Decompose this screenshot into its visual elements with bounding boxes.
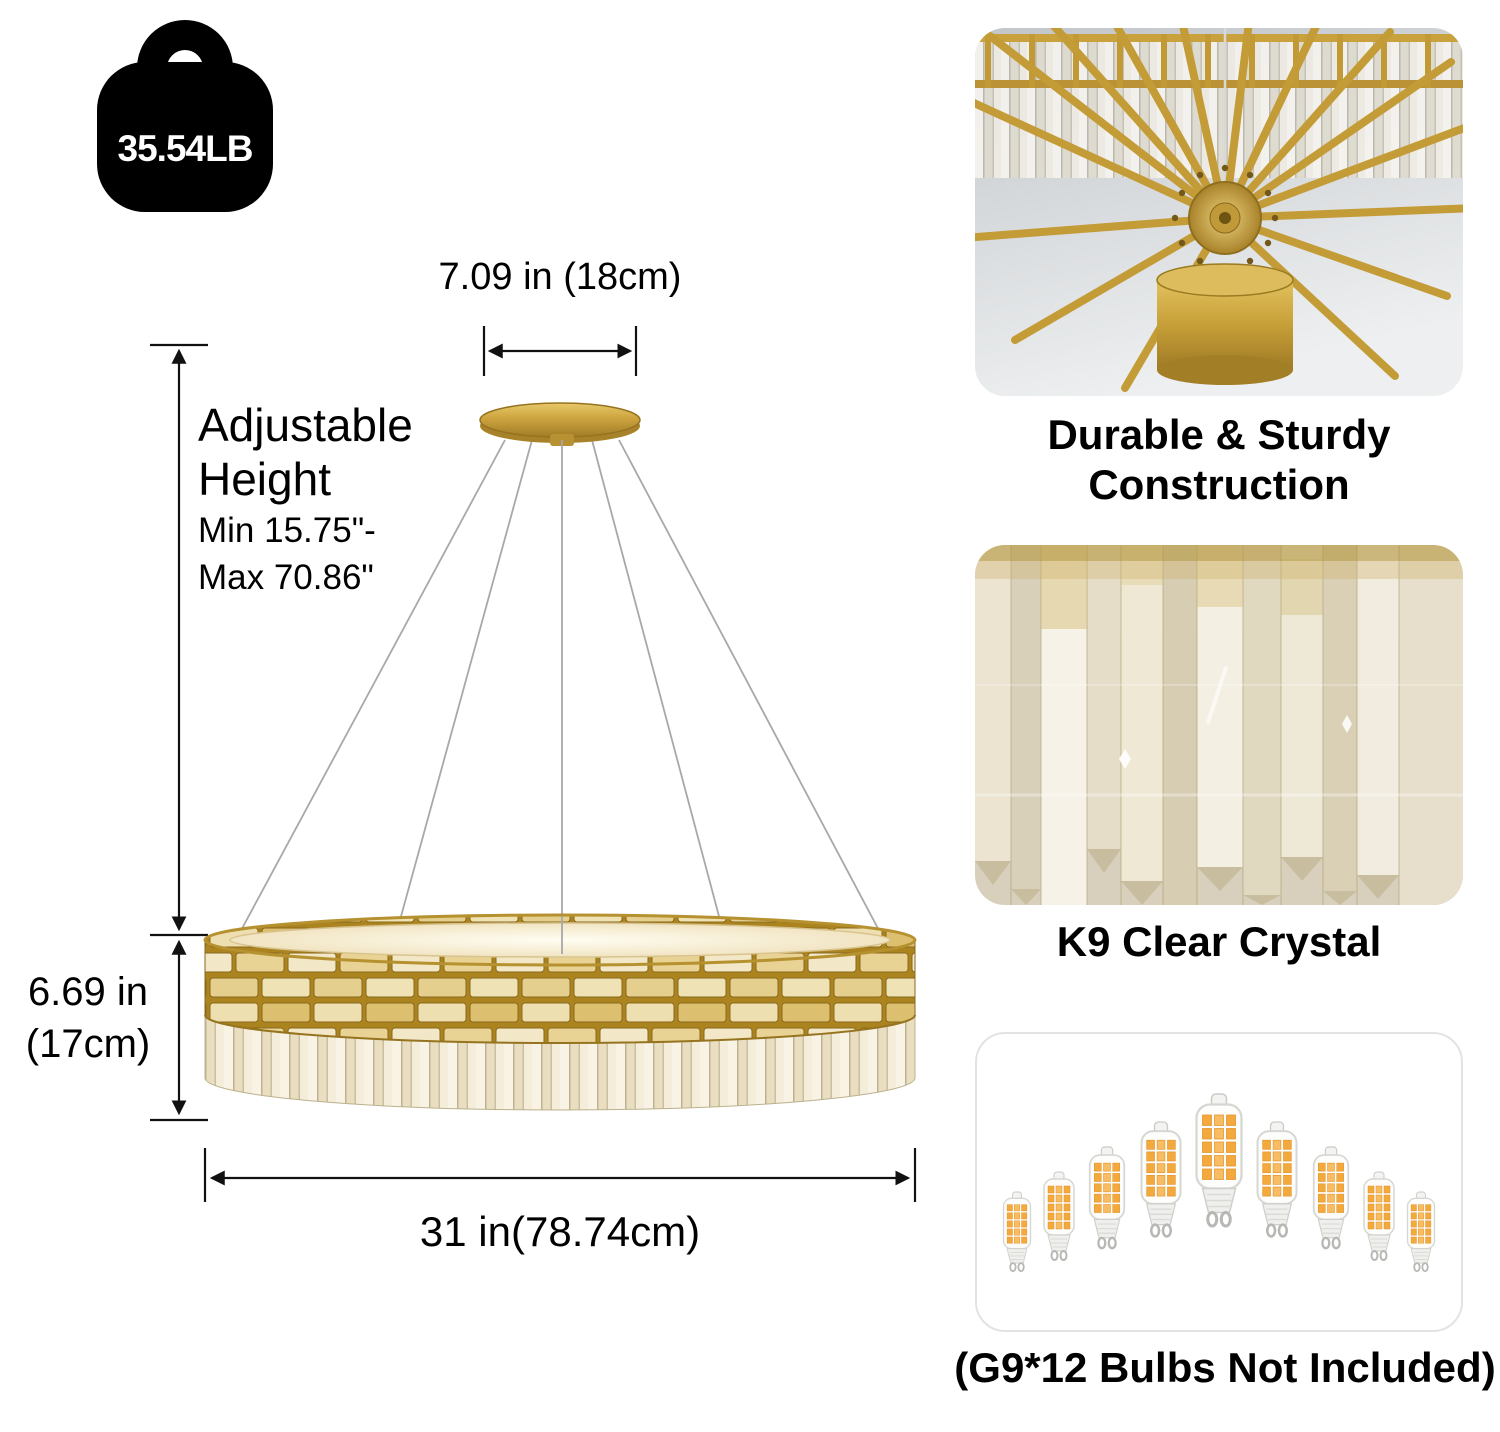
gold-reflections (975, 545, 1463, 629)
adjustable-height-min: Min 15.75"- (198, 510, 376, 550)
bulbs-caption: (G9*12 Bulbs Not Included) (954, 1344, 1496, 1391)
weight-value: 35.54LB (117, 128, 254, 169)
fixture-height-dimension (150, 939, 208, 1122)
crystal-photo (975, 545, 1463, 905)
fixture-height-line2: (17cm) (25, 1022, 151, 1066)
suspension-cables (237, 439, 883, 937)
fixture-width-label: 31 in(78.74cm) (419, 1208, 701, 1255)
construction-photo (975, 28, 1463, 396)
weight-badge: 35.54LB (92, 4, 278, 216)
fixture-width-dimension (203, 1148, 917, 1202)
adjustable-height-label: Adjustable Height Min 15.75"- Max 70.86" (198, 399, 413, 601)
adjustable-height-dimension (150, 343, 208, 937)
crystal-photo-panel (975, 545, 1463, 905)
fixture-height-line1: 6.69 in (27, 970, 149, 1014)
weight-icon (97, 20, 273, 212)
construction-photo-panel (975, 28, 1463, 396)
bottom-rim (204, 1014, 916, 1044)
ring-opening (229, 922, 891, 958)
ceiling-canopy (479, 402, 641, 446)
construction-caption: Durable & Sturdy Construction (975, 410, 1463, 509)
bulbs-photo-panel (975, 1032, 1463, 1332)
bulbs-photo (1002, 1092, 1436, 1273)
sparkles (975, 665, 1463, 797)
crystal-ring (203, 440, 917, 1111)
chandelier-illustration (203, 402, 917, 1111)
g9-bulb-cluster (1002, 1092, 1436, 1273)
construction-caption-line2: Construction (1088, 460, 1350, 508)
gold-lattice-frame (975, 34, 1463, 88)
canopy-width-dimension (482, 326, 638, 376)
weight-body (97, 62, 273, 212)
construction-caption-line1: Durable & Sturdy (1047, 411, 1391, 458)
prism-edges (1010, 545, 1400, 905)
top-rim (203, 913, 917, 967)
weight-handle (137, 20, 233, 69)
adjustable-height-line2: Height (198, 452, 331, 505)
adjustable-height-max: Max 70.86" (198, 557, 374, 597)
canopy-cylinder (1156, 263, 1294, 385)
center-hub (1188, 181, 1262, 255)
dimension-diagram (150, 326, 917, 1202)
crystal-prisms (975, 545, 1463, 905)
adjustable-height-line1: Adjustable (198, 399, 413, 451)
crystal-caption: K9 Clear Crystal (1056, 918, 1382, 965)
canopy-width-label: 7.09 in (18cm) (438, 256, 682, 298)
fixture-height-label: 6.69 in (17cm) (2, 966, 174, 1070)
